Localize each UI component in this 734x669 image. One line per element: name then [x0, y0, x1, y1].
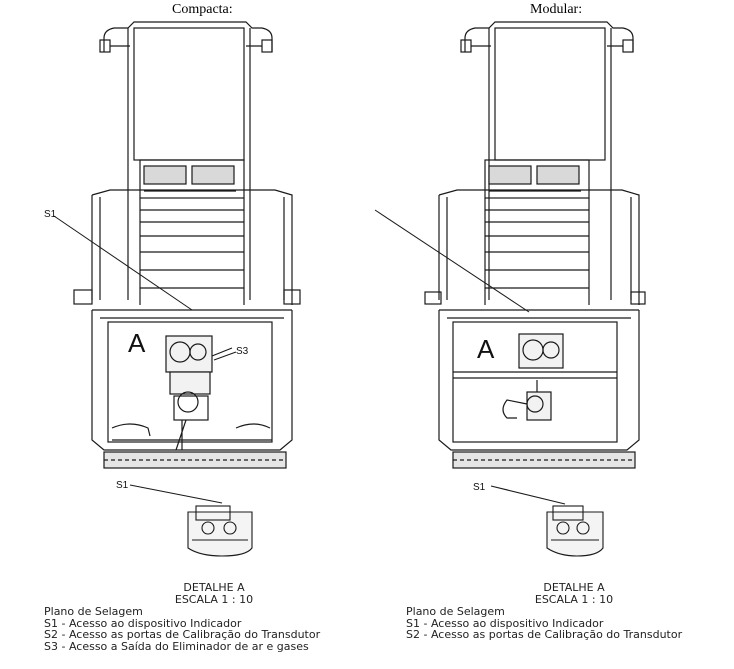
compacta-label-s3: S3: [236, 346, 249, 357]
compacta-legend-item: S3 - Acesso a Saída do Eliminador de ar …: [44, 639, 309, 653]
modular-detail-caption: DETALHE A ESCALA 1 : 10: [528, 582, 620, 606]
compacta-dispenser-drawing: S1 S3 A S1: [44, 21, 301, 557]
compacta-sealing-legend: Plano de Selagem S1 - Acesso ao disposit…: [44, 606, 320, 652]
compacta-detail-scale: ESCALA 1 : 10: [174, 593, 254, 606]
modular-sealing-legend: Plano de Selagem S1 - Acesso ao disposit…: [406, 606, 682, 641]
compacta-label-s1: S1: [44, 209, 57, 220]
modular-detail-scale: ESCALA 1 : 10: [534, 593, 614, 606]
modular-label-s1: S1: [367, 205, 368, 216]
compacta-label-a: A: [128, 328, 146, 358]
modular-dispenser-drawing: S1 A S1: [367, 21, 646, 557]
compacta-legend-item: S2 - Acesso as portas de Calibração do T…: [44, 628, 321, 641]
modular-title: Modular:: [530, 2, 583, 17]
compacta-legend-title: Plano de Selagem: [44, 605, 143, 618]
modular-legend-item: S2 - Acesso as portas de Calibração do T…: [406, 628, 683, 641]
compacta-legend-item: S1 - Acesso ao dispositivo Indicador: [44, 616, 242, 630]
compacta-detail-caption: DETALHE A ESCALA 1 : 10: [168, 582, 260, 606]
compacta-title: Compacta:: [172, 2, 233, 17]
modular-legend-title: Plano de Selagem: [406, 605, 505, 618]
compacta-detail-s1: S1: [116, 480, 129, 491]
modular-detail-title: DETALHE A: [543, 581, 605, 594]
compacta-detail-title: DETALHE A: [183, 581, 245, 594]
modular-detail-s1: S1: [473, 482, 486, 493]
modular-legend-item: S1 - Acesso ao dispositivo Indicador: [406, 616, 604, 630]
modular-label-a: A: [477, 334, 495, 364]
